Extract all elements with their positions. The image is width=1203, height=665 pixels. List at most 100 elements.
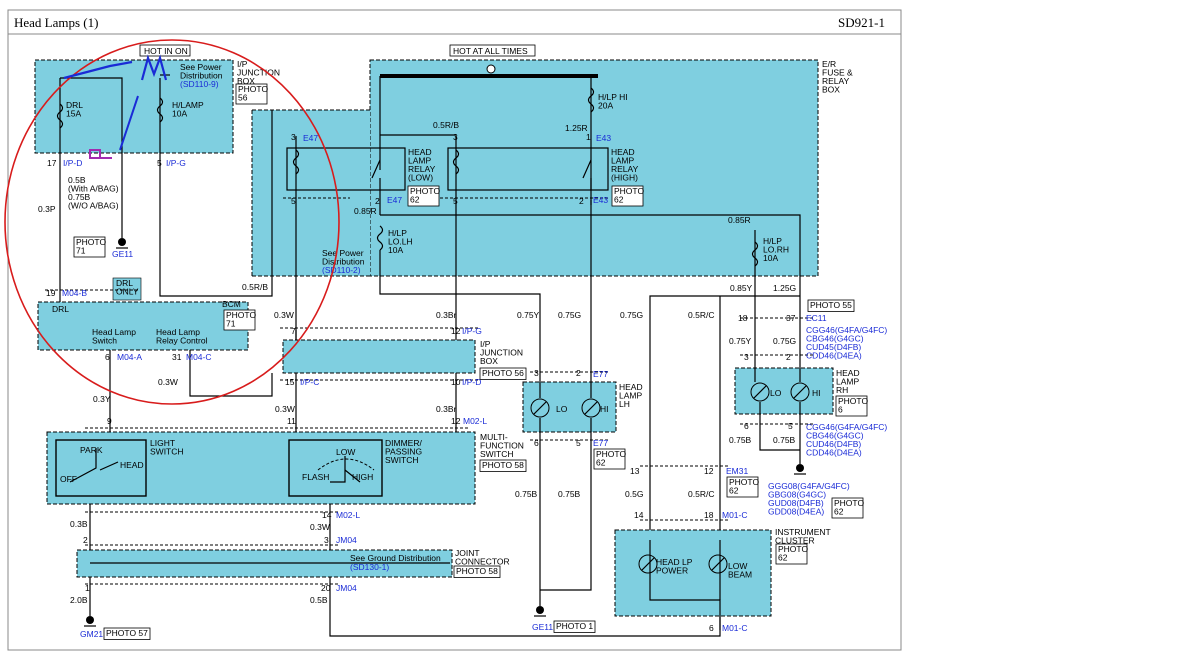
wire-03p-label: 0.3P [38, 204, 56, 214]
connector-e77-label: E77 [593, 369, 608, 379]
pin-10-label: 10 [451, 377, 461, 387]
head-lamp-rh-hi-label: HI [812, 388, 821, 398]
pin-number-label: 5 [453, 196, 458, 206]
wire-20b-label: 2.0B [70, 595, 88, 605]
pin-number-label: 12 [451, 416, 461, 426]
pin-number-label: 6 [534, 438, 539, 448]
wire-085r-b [380, 214, 801, 320]
head-lamp-rh-lo-label: LO [770, 388, 782, 398]
pin-5-label: 5 [157, 158, 162, 168]
connector-m02-l-b-label: M02-L [336, 510, 360, 520]
wire-03br-a-label: 0.3Br [436, 310, 456, 320]
fuse-symbol [376, 225, 384, 251]
pin-number-label: 9 [107, 416, 112, 426]
dimmer-switch-box [288, 439, 383, 497]
wire-05rc-a-label: 0.5R/C [688, 310, 714, 320]
wire-03br-b-label: 0.3Br [436, 404, 456, 414]
pin-6-label: 6 [105, 352, 110, 362]
pin-number-label: 20 [321, 583, 331, 593]
pin-number-label: 1 [85, 583, 90, 593]
head-label: HEAD [120, 460, 144, 470]
pin-number-label: 2 [579, 196, 584, 206]
connector-e47-label: E47 [303, 133, 318, 143]
park-switch-contact [69, 448, 97, 483]
hot-in-on-label: HOT IN ON [144, 46, 188, 56]
wire-05b-label: 0.5B(With A/BAG)0.75B(W/O A/BAG) [68, 175, 119, 211]
pin-number-label: 18 [704, 510, 714, 520]
ground-rh-icon [796, 464, 804, 472]
pin-number-label: 5 [291, 196, 296, 206]
head-lamp-lh-box [522, 381, 617, 433]
wire-05rb-bot-label: 0.5R/B [242, 282, 268, 292]
connector-m04-a-label: M04-A [117, 352, 142, 362]
wire-125r-label: 1.25R [565, 123, 588, 133]
hi-lamp-rh-icon [793, 385, 807, 399]
connector-m04-b-label: M04-B [62, 288, 87, 298]
ip-junction-mid-photo: PHOTO 56 [482, 368, 524, 378]
park-label: PARK [80, 445, 103, 455]
pin-number-label: 2 [83, 535, 88, 545]
pin-number-label: 5 [576, 438, 581, 448]
head-lamp-relay-low [286, 147, 406, 191]
pin-number-label: 14 [322, 510, 332, 520]
wire-085y-label: 0.85Y [730, 283, 753, 293]
multi-function-switch-photo: PHOTO 58 [482, 460, 524, 470]
pin-17-label: 17 [47, 158, 57, 168]
relay-low-coil-symbol [292, 149, 300, 175]
pin-number-label: 14 [634, 510, 644, 520]
connector-em31-label: EM31 [726, 466, 748, 476]
diagram-title: Head Lamps (1) [14, 15, 98, 30]
pin-number-label: 2 [375, 196, 380, 206]
ge11-label: GE11 [112, 249, 133, 259]
head-lp-power-indicator-icon [641, 557, 655, 571]
wire-05rb-top-label: 0.5R/B [433, 120, 459, 130]
lo-lamp-lh-icon [533, 401, 547, 415]
wire-075y-a-label: 0.75Y [517, 310, 540, 320]
fuse-symbol [587, 87, 595, 113]
relay-high-contact [582, 159, 592, 190]
wire-05rc-b-label: 0.5R/C [688, 489, 714, 499]
connector-ec11-label: EC11 [806, 313, 827, 323]
dimmer-arc [317, 458, 375, 471]
bcm-label: BCM [222, 299, 241, 309]
ge11-ground-b-icon [536, 606, 544, 614]
pin-15-label: 15 [285, 377, 295, 387]
hi-lamp-lh-icon [584, 401, 598, 415]
pin-7-label: 7 [291, 326, 296, 336]
ge11-b-photo: PHOTO 1 [556, 621, 593, 631]
low-beam-indicator-icon [711, 557, 725, 571]
connector-e43-label: E43 [596, 133, 611, 143]
bcm-drl-label: DRL [52, 304, 69, 314]
gm21-ground-icon [86, 616, 94, 624]
multi-function-switch-box [46, 431, 476, 505]
gm21-photo: PHOTO 57 [106, 628, 148, 638]
wire-075b-b-label: 0.75B [558, 489, 581, 499]
wire-075g-a-label: 0.75G [558, 310, 581, 320]
wires-group [45, 74, 815, 637]
wire [99, 461, 119, 471]
diagram-code: SD921-1 [838, 15, 885, 30]
rh-connector-list-a: CGG46(G4FA/G4FC)CBG46(G4GC)CUD45(D4FB)CD… [806, 325, 887, 361]
wire-125g-label: 1.25G [773, 283, 796, 293]
wire-075b-rh [759, 402, 801, 458]
connector-m04-c-label: M04-C [186, 352, 212, 362]
high-label: HIGH [352, 472, 373, 482]
flash-label: FLASH [302, 472, 329, 482]
er-fuse-relay-box [369, 59, 819, 277]
connector-jm04-label: JM04 [336, 535, 357, 545]
see-ground-distribution-ref: (SD130-1) [350, 562, 389, 572]
